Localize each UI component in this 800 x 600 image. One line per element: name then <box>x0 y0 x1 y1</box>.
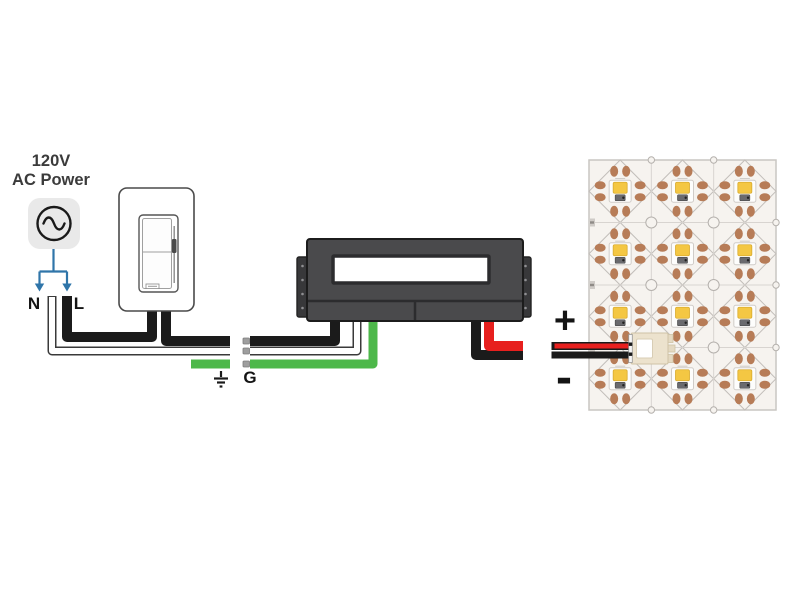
connector-slot <box>636 338 653 359</box>
dimmer-slider-handle <box>171 239 177 253</box>
dc-negative-wire <box>471 318 523 360</box>
terminal-label-positive: + <box>553 300 577 342</box>
supply-wires <box>47 296 378 388</box>
arrow-down-icon <box>62 283 72 292</box>
flange-screw-holes <box>301 264 527 310</box>
dc-positive-wire <box>484 318 523 351</box>
source-label: 120V AC Power <box>4 152 98 190</box>
led-driver <box>296 238 532 322</box>
panel-connector <box>628 332 676 365</box>
ac-power-icon <box>28 198 80 249</box>
paddle-inset <box>142 218 172 289</box>
switched-hot-wire <box>161 311 230 346</box>
terminal-label-line: L <box>73 294 85 313</box>
dc-feed-wires <box>551 342 631 359</box>
wire-end-caps <box>242 337 250 368</box>
source-type: AC Power <box>12 171 90 189</box>
neutral-wire <box>49 297 230 354</box>
arrow-down-icon <box>34 283 45 292</box>
driver-output-wires <box>471 318 523 360</box>
source-voltage: 120V <box>31 152 71 170</box>
led-grid <box>588 156 780 414</box>
connector-mating-face <box>628 334 633 363</box>
terminal-label-negative: - <box>556 351 572 404</box>
line-wire <box>62 296 157 342</box>
neutral-wire-to-driver <box>250 321 360 354</box>
earth-ground-symbol <box>214 371 228 388</box>
terminal-label-neutral: N <box>27 294 41 313</box>
wall-dimmer-switch <box>118 187 195 312</box>
hot-wire-to-driver <box>250 320 340 346</box>
neutral-wire-to-driver-outline <box>250 320 362 356</box>
driver-label-window <box>331 254 491 285</box>
source-branch-arrows <box>34 248 72 292</box>
led-panel-module <box>588 156 780 414</box>
terminal-label-ground: G <box>243 368 257 387</box>
ground-wire-to-driver <box>250 320 378 369</box>
